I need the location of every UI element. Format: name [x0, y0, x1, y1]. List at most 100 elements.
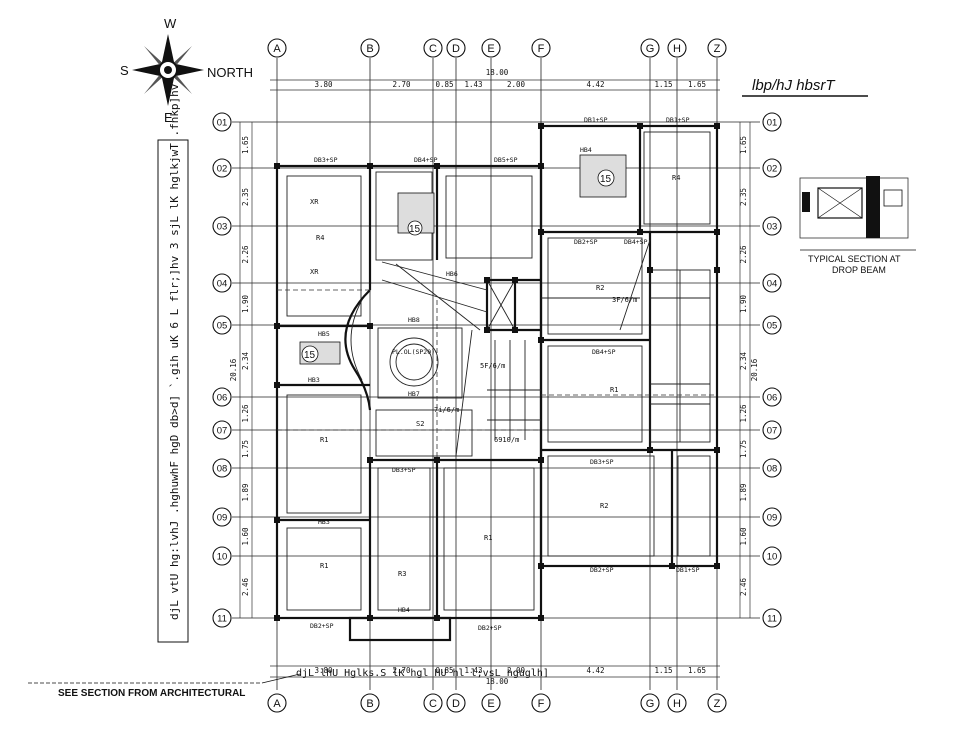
svg-text:09: 09: [767, 513, 778, 524]
svg-text:15: 15: [304, 350, 316, 361]
mark-15-c: 15: [301, 345, 319, 363]
dim-x-total: 18.00: [486, 677, 509, 686]
dim-x: 4.42: [586, 666, 604, 675]
svg-text:E: E: [487, 43, 494, 55]
dim-x: 3.80: [314, 80, 333, 89]
dim-y: 1.60: [739, 527, 748, 546]
svg-text:15: 15: [409, 224, 421, 235]
svg-text:01: 01: [767, 118, 778, 129]
vertical-note-text: djL vtU hg:lvhJ .hghuwhF hgD db>d] `.gih…: [168, 83, 181, 620]
dim-x: 2.00: [507, 666, 526, 675]
slab-beam-labels: DB3+SP DB1+SP DB4+SP DB2+SP DB5+SP DB3+S…: [301, 116, 700, 632]
svg-text:Z: Z: [714, 698, 721, 710]
grid-bubble-col: A: [267, 693, 287, 713]
dim-y: 2.34: [241, 351, 250, 370]
beam-label: DB1+SP: [666, 116, 690, 124]
grid-bubble-col: G: [640, 38, 660, 58]
svg-text:07: 07: [217, 426, 228, 437]
svg-text:G: G: [646, 698, 655, 710]
dim-x: 0.85: [435, 80, 453, 89]
svg-text:04: 04: [767, 279, 778, 290]
grid-bubble-col: B: [360, 38, 380, 58]
column-marker: [484, 327, 490, 333]
svg-text:07: 07: [767, 426, 778, 437]
column-marker: [714, 123, 720, 129]
grid-bubble-row: 06: [762, 387, 782, 407]
svg-text:C: C: [429, 698, 437, 710]
grid-bubble-row: 02: [212, 158, 232, 178]
dim-y: 1.89: [241, 483, 250, 501]
mark-15-b: 15: [597, 169, 615, 187]
compass-north: NORTH: [207, 65, 253, 80]
column-marker: [714, 267, 720, 273]
section-note: SEE SECTION FROM ARCHITECTURAL: [28, 673, 301, 699]
svg-text:B: B: [366, 43, 373, 55]
grid-bubble-col: Z: [707, 38, 727, 58]
stair-label: 7i/6/m: [434, 406, 459, 414]
slab-label: XR: [310, 198, 319, 206]
slab-label: R4: [316, 234, 324, 242]
dim-y: 1.75: [241, 440, 250, 458]
column-marker: [647, 447, 653, 453]
column-marker: [637, 229, 643, 235]
dim-x-total: 18.00: [486, 68, 509, 77]
svg-text:09: 09: [217, 513, 228, 524]
column-marker: [274, 517, 280, 523]
column-marker: [274, 323, 280, 329]
grid-bubble-col: G: [640, 693, 660, 713]
beam-label: DB2+SP: [590, 566, 614, 574]
slab-label: S2: [416, 420, 424, 428]
svg-text:11: 11: [767, 614, 777, 625]
dim-y: 1.65: [739, 136, 748, 154]
compass-rose: W S NORTH E: [120, 16, 253, 125]
dim-x: 1.65: [688, 80, 706, 89]
svg-text:B: B: [366, 698, 373, 710]
column-marker: [538, 163, 544, 169]
grid-bubble-row: 07: [762, 420, 782, 440]
column-marker: [538, 123, 544, 129]
slab-label: R2: [600, 502, 608, 510]
svg-text:D: D: [452, 43, 460, 55]
svg-text:15: 15: [600, 174, 612, 185]
vertical-note-box: djL vtU hg:lvhJ .hghuwhF hgD db>d] `.gih…: [157, 83, 189, 643]
svg-text:H: H: [673, 43, 681, 55]
column-marker: [434, 163, 440, 169]
svg-text:05: 05: [217, 321, 228, 332]
dim-y: 2.34: [739, 351, 748, 370]
dim-x: 2.70: [392, 666, 411, 675]
stair-label: 5F/6/m: [480, 362, 505, 370]
slab-label: R1: [320, 562, 328, 570]
beam-label: DB2+SP: [574, 238, 598, 246]
hb-label: HB3: [318, 518, 330, 526]
dim-y: 2.35: [739, 188, 748, 206]
slab-label: R1: [320, 436, 328, 444]
grid-bubble-col: H: [667, 693, 687, 713]
dim-y: 1.26: [739, 404, 748, 423]
dim-y: 1.75: [739, 440, 748, 458]
grid-bubble-row: 05: [762, 315, 782, 335]
column-marker: [434, 615, 440, 621]
svg-text:10: 10: [217, 552, 228, 563]
hb-label: HB8: [408, 316, 420, 324]
grid-bubble-row: 10: [212, 546, 232, 566]
grid-bubble-row: 08: [212, 458, 232, 478]
hb-label: HB4: [580, 146, 592, 154]
svg-text:06: 06: [767, 393, 778, 404]
column-marker: [367, 457, 373, 463]
slab-label: R2: [596, 284, 604, 292]
svg-text:06: 06: [217, 393, 228, 404]
beam-label: DB4+SP: [624, 238, 648, 246]
svg-text:A: A: [273, 698, 281, 710]
svg-text:10: 10: [767, 552, 778, 563]
column-marker: [714, 563, 720, 569]
svg-text:C: C: [429, 43, 437, 55]
compass-s: S: [120, 63, 129, 78]
dim-x: 1.43: [464, 666, 482, 675]
stair-label: 6910/m: [494, 436, 519, 444]
grid-bubble-col: E: [481, 38, 501, 58]
dim-x: 2.70: [392, 80, 411, 89]
slab-label: R3: [398, 570, 406, 578]
column-marker: [367, 163, 373, 169]
svg-text:04: 04: [217, 279, 228, 290]
dim-y: 1.90: [241, 294, 250, 313]
